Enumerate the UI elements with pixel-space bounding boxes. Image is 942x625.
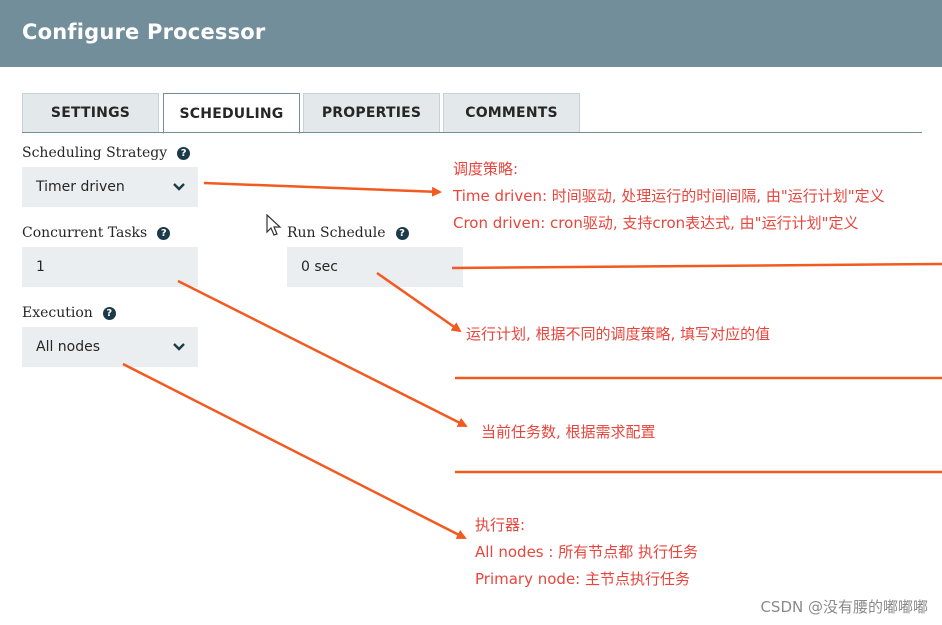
execution-select[interactable]: All nodes — [22, 327, 198, 367]
execution-value: All nodes — [36, 339, 101, 355]
dialog-header: Configure Processor — [0, 0, 942, 67]
dialog-title: Configure Processor — [22, 20, 266, 44]
tab-comments[interactable]: COMMENTS — [443, 93, 580, 133]
execution-label-text: Execution — [22, 305, 93, 321]
annotation-run-schedule: 运行计划, 根据不同的调度策略, 填写对应的值 — [466, 325, 771, 343]
annotation-execution-primary: Primary node: 主节点执行任务 — [475, 570, 690, 588]
run-schedule-value: 0 sec — [301, 259, 338, 275]
arrow-strategy — [203, 181, 442, 197]
mouse-cursor-icon — [266, 214, 282, 236]
annotation-strategy-title: 调度策略: — [453, 160, 519, 178]
scheduling-strategy-label-text: Scheduling Strategy — [22, 145, 168, 161]
arrow-run-schedule-line — [451, 262, 942, 270]
chevron-down-icon — [173, 183, 185, 191]
annotation-concurrent: 当前任务数, 根据需求配置 — [481, 423, 656, 441]
run-schedule-label-text: Run Schedule — [287, 225, 386, 241]
arrow-concurrent — [177, 279, 468, 428]
run-schedule-label: Run Schedule ? — [287, 225, 409, 241]
scheduling-strategy-label: Scheduling Strategy ? — [22, 145, 191, 161]
concurrent-tasks-input[interactable]: 1 — [22, 247, 198, 287]
scheduling-strategy-value: Timer driven — [36, 179, 125, 195]
help-icon[interactable]: ? — [157, 226, 171, 240]
annotation-execution-title: 执行器: — [475, 516, 526, 534]
tab-settings[interactable]: SETTINGS — [22, 93, 159, 133]
watermark: CSDN @没有腰的嘟嘟嘟 — [760, 598, 928, 616]
help-icon[interactable]: ? — [102, 306, 116, 320]
annotation-execution-all: All nodes : 所有节点都 执行任务 — [475, 543, 698, 561]
tab-divider — [22, 132, 922, 133]
tab-scheduling[interactable]: SCHEDULING — [163, 93, 300, 134]
concurrent-tasks-value: 1 — [36, 259, 45, 275]
tab-properties[interactable]: PROPERTIES — [303, 93, 440, 133]
concurrent-tasks-label-text: Concurrent Tasks — [22, 225, 148, 241]
annotation-strategy-time: Time driven: 时间驱动, 处理运行的时间间隔, 由"运行计划"定义 — [453, 187, 885, 205]
arrow-execution — [122, 362, 467, 540]
concurrent-tasks-label: Concurrent Tasks ? — [22, 225, 171, 241]
help-icon[interactable]: ? — [395, 226, 409, 240]
help-icon[interactable]: ? — [177, 146, 191, 160]
annotation-strategy-cron: Cron driven: cron驱动, 支持cron表达式, 由"运行计划"定… — [453, 214, 859, 232]
scheduling-strategy-select[interactable]: Timer driven — [22, 167, 198, 207]
chevron-down-icon — [173, 343, 185, 351]
run-schedule-input[interactable]: 0 sec — [287, 247, 463, 287]
execution-label: Execution ? — [22, 305, 116, 321]
